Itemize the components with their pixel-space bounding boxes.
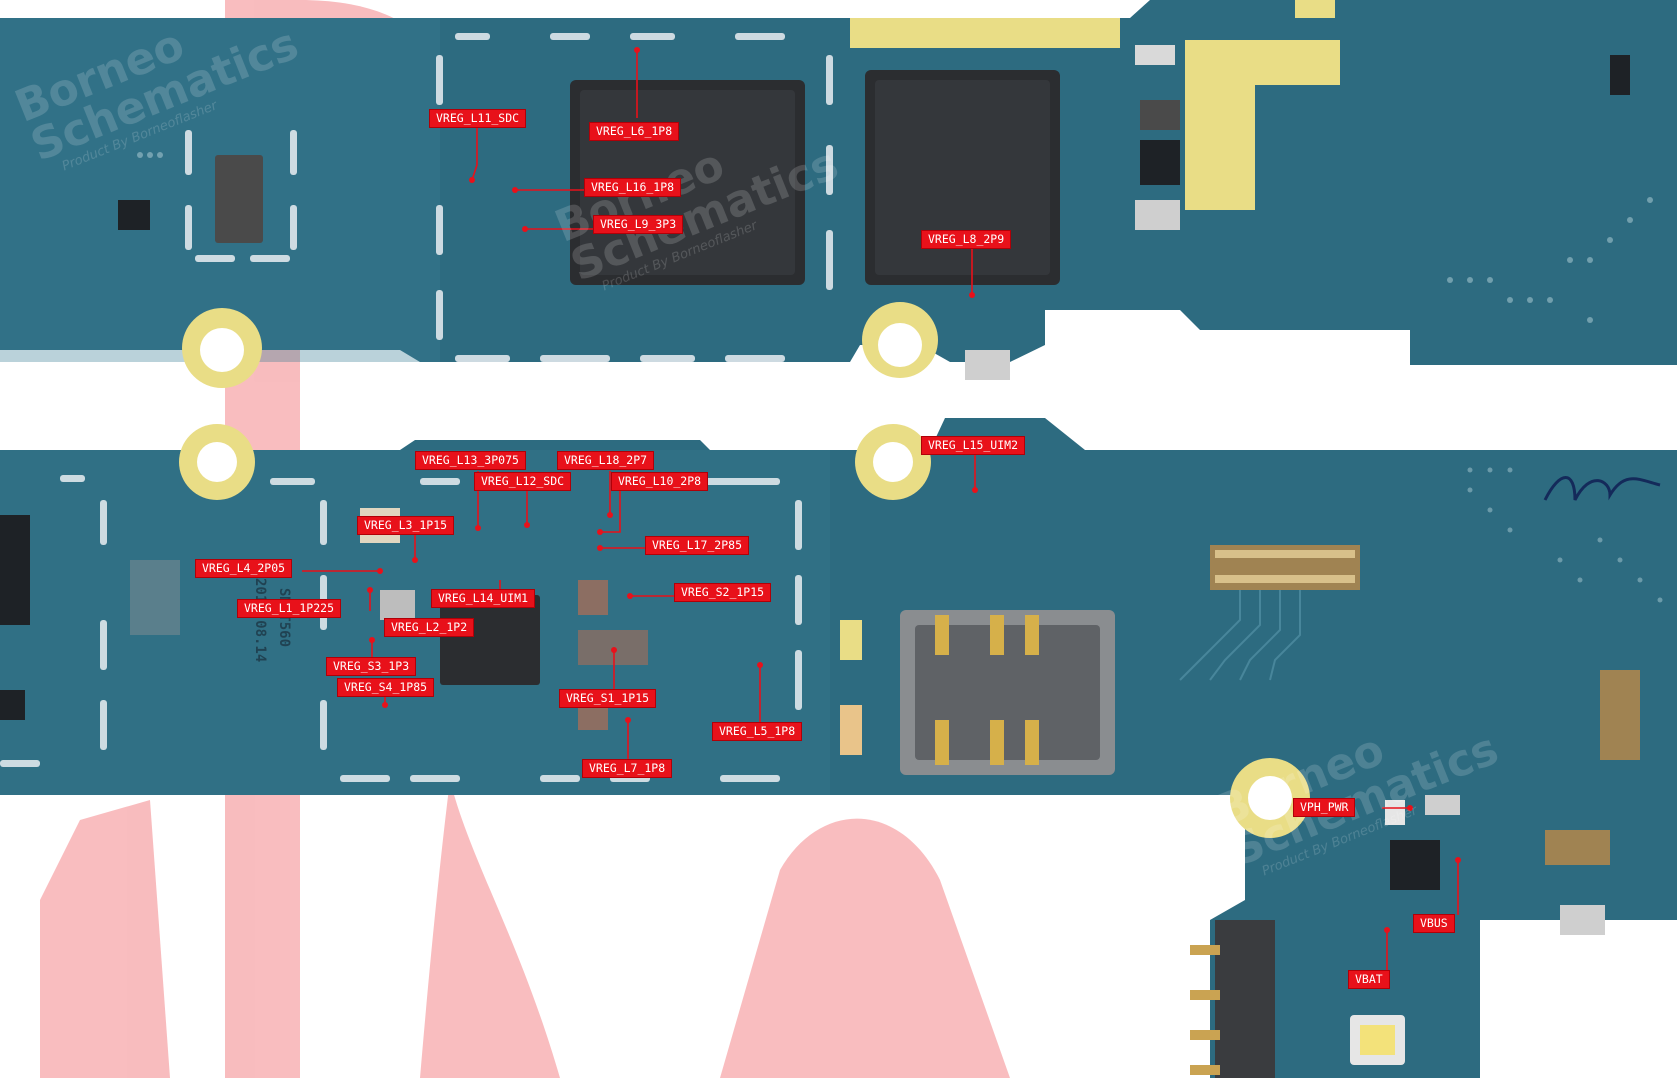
label-vreg-l14-uim1: VREG_L14_UIM1 xyxy=(432,590,535,607)
label-leader-lines xyxy=(302,50,1459,971)
board-date-marking: 2014.08.14 xyxy=(252,578,268,663)
label-vreg-l7-1p8: VREG_L7_1P8 xyxy=(583,760,672,777)
label-vreg-l6-1p8: VREG_L6_1P8 xyxy=(590,123,679,140)
label-vreg-l13-3p075: VREG_L13_3P075 xyxy=(416,452,525,469)
label-vreg-l11-sdc: VREG_L11_SDC xyxy=(430,110,526,127)
label-vbat: VBAT xyxy=(1349,971,1389,988)
label-vreg-l10-2p8: VREG_L10_2P8 xyxy=(612,473,708,490)
label-vreg-l15-uim2: VREG_L15_UIM2 xyxy=(922,437,1025,454)
label-vreg-l3-1p15: VREG_L3_1P15 xyxy=(358,517,454,534)
label-vreg-l9-3p3: VREG_L9_3P3 xyxy=(594,216,683,233)
label-vreg-s3-1p3: VREG_S3_1P3 xyxy=(327,658,416,675)
label-vreg-l17-2p85: VREG_L17_2P85 xyxy=(646,537,749,554)
label-vreg-l1-1p225: VREG_L1_1P225 xyxy=(238,600,341,617)
label-vreg-l5-1p8: VREG_L5_1P8 xyxy=(713,723,802,740)
label-vreg-s2-1p15: VREG_S2_1P15 xyxy=(675,584,771,601)
label-vreg-s1-1p15: VREG_S1_1P15 xyxy=(560,690,656,707)
label-vreg-s4-1p85: VREG_S4_1P85 xyxy=(338,679,434,696)
label-vreg-l12-sdc: VREG_L12_SDC xyxy=(475,473,571,490)
label-vreg-l16-1p8: VREG_L16_1P8 xyxy=(585,179,681,196)
board-model-marking: SM-T560 xyxy=(276,588,292,648)
label-vreg-l18-2p7: VREG_L18_2P7 xyxy=(558,452,654,469)
label-vreg-l2-1p2: VREG_L2_1P2 xyxy=(385,619,474,636)
label-vreg-l4-2p05: VREG_L4_2P05 xyxy=(196,560,292,577)
top-board xyxy=(0,0,1677,388)
label-vph-pwr: VPH_PWR xyxy=(1294,799,1355,816)
label-vbus: VBUS xyxy=(1414,915,1454,932)
label-vreg-l8-2p9: VREG_L8_2P9 xyxy=(922,231,1011,248)
